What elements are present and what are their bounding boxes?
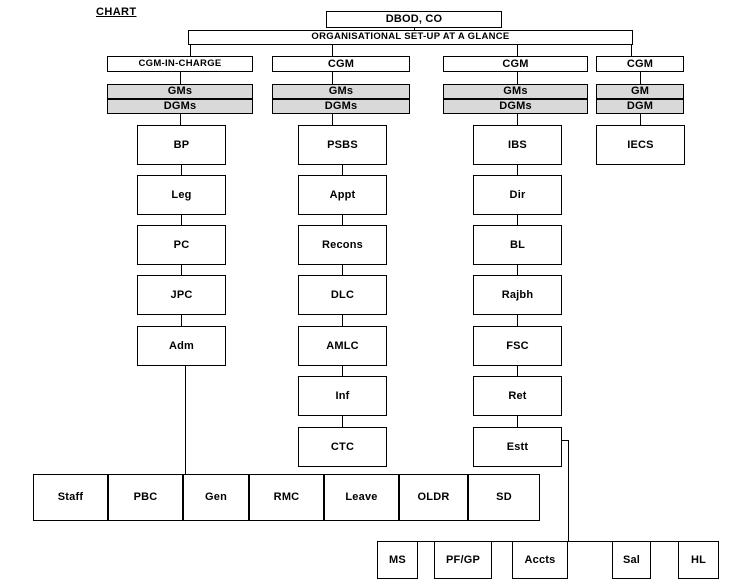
- connector-estt-elbow: [562, 440, 569, 441]
- estt-box-sal[interactable]: Sal: [612, 541, 651, 579]
- tier-box-col1-dgms[interactable]: DGMs: [107, 99, 253, 114]
- tier-box-col4-dgm[interactable]: DGM: [596, 99, 684, 114]
- connector-inf-ctc: [342, 416, 343, 427]
- connector-bp-leg: [181, 165, 182, 175]
- unit-box-fsc[interactable]: FSC: [473, 326, 562, 366]
- connector-pc-jpc: [181, 265, 182, 275]
- connector-col1-tiers-to-units: [180, 114, 181, 125]
- unit-box-adm[interactable]: Adm: [137, 326, 226, 366]
- connector-rajbh-fsc: [517, 315, 518, 326]
- tier-box-col2-gms[interactable]: GMs: [272, 84, 410, 99]
- unit-box-rajbh[interactable]: Rajbh: [473, 275, 562, 315]
- admin-box-staff[interactable]: Staff: [33, 474, 108, 521]
- unit-box-ret[interactable]: Ret: [473, 376, 562, 416]
- unit-box-bl[interactable]: BL: [473, 225, 562, 265]
- connector-estt-to-estt-row: [568, 440, 569, 541]
- admin-box-leave[interactable]: Leave: [324, 474, 399, 521]
- connector-leg-pc: [181, 215, 182, 225]
- connector-col2-head-to-tiers: [332, 72, 333, 84]
- estt-box-accts[interactable]: Accts: [512, 541, 568, 579]
- connector-root-to-subtitle: [414, 28, 415, 31]
- connector-subtitle-to-col3: [517, 45, 518, 56]
- unit-box-amlc[interactable]: AMLC: [298, 326, 387, 366]
- tier-box-col3-gms[interactable]: GMs: [443, 84, 588, 99]
- connector-subtitle-to-col4: [631, 45, 632, 56]
- unit-box-psbs[interactable]: PSBS: [298, 125, 387, 165]
- admin-box-sd[interactable]: SD: [468, 474, 540, 521]
- estt-box-ms[interactable]: MS: [377, 541, 418, 579]
- unit-box-iecs[interactable]: IECS: [596, 125, 685, 165]
- page-title: CHART: [96, 6, 137, 18]
- unit-box-dir[interactable]: Dir: [473, 175, 562, 215]
- column-head-cgm-4[interactable]: CGM: [596, 56, 684, 72]
- connector-dlc-amlc: [342, 315, 343, 326]
- column-head-cgm-2[interactable]: CGM: [272, 56, 410, 72]
- connector-col3-tiers-to-units: [517, 114, 518, 125]
- connector-col4-head-to-tiers: [640, 72, 641, 84]
- unit-box-jpc[interactable]: JPC: [137, 275, 226, 315]
- column-head-cgm-3[interactable]: CGM: [443, 56, 588, 72]
- connector-fsc-ret: [517, 366, 518, 376]
- connector-jpc-adm: [181, 315, 182, 326]
- tier-box-col1-gms[interactable]: GMs: [107, 84, 253, 99]
- tier-box-col4-gm[interactable]: GM: [596, 84, 684, 99]
- unit-box-appt[interactable]: Appt: [298, 175, 387, 215]
- admin-box-oldr[interactable]: OLDR: [399, 474, 468, 521]
- connector-ibs-dir: [517, 165, 518, 175]
- unit-box-recons[interactable]: Recons: [298, 225, 387, 265]
- unit-box-ibs[interactable]: IBS: [473, 125, 562, 165]
- unit-box-bp[interactable]: BP: [137, 125, 226, 165]
- estt-box-hl[interactable]: HL: [678, 541, 719, 579]
- admin-box-rmc[interactable]: RMC: [249, 474, 324, 521]
- unit-box-pc[interactable]: PC: [137, 225, 226, 265]
- unit-box-estt[interactable]: Estt: [473, 427, 562, 467]
- connector-subtitle-to-col2: [332, 45, 333, 56]
- unit-box-ctc[interactable]: CTC: [298, 427, 387, 467]
- tier-box-col3-dgms[interactable]: DGMs: [443, 99, 588, 114]
- connector-recons-dlc: [342, 265, 343, 275]
- connector-col4-tiers-to-units: [640, 114, 641, 125]
- connector-dir-bl: [517, 215, 518, 225]
- connector-col3-head-to-tiers: [517, 72, 518, 84]
- root-box-dbod-co[interactable]: DBOD, CO: [326, 11, 502, 28]
- connector-subtitle-to-col1: [190, 45, 191, 56]
- unit-box-inf[interactable]: Inf: [298, 376, 387, 416]
- connector-ret-estt: [517, 416, 518, 427]
- admin-box-pbc[interactable]: PBC: [108, 474, 183, 521]
- unit-box-leg[interactable]: Leg: [137, 175, 226, 215]
- connector-adm-to-admin-row: [185, 366, 186, 474]
- admin-box-gen[interactable]: Gen: [183, 474, 249, 521]
- subtitle-bar-organisational-setup[interactable]: ORGANISATIONAL SET-UP AT A GLANCE: [188, 30, 633, 45]
- connector-appt-recons: [342, 215, 343, 225]
- connector-psbs-appt: [342, 165, 343, 175]
- estt-box-pf-gp[interactable]: PF/GP: [434, 541, 492, 579]
- connector-col1-head-to-tiers: [180, 72, 181, 84]
- unit-box-dlc[interactable]: DLC: [298, 275, 387, 315]
- column-head-cgm-in-charge[interactable]: CGM-IN-CHARGE: [107, 56, 253, 72]
- connector-amlc-inf: [342, 366, 343, 376]
- connector-col2-tiers-to-units: [332, 114, 333, 125]
- tier-box-col2-dgms[interactable]: DGMs: [272, 99, 410, 114]
- connector-bl-rajbh: [517, 265, 518, 275]
